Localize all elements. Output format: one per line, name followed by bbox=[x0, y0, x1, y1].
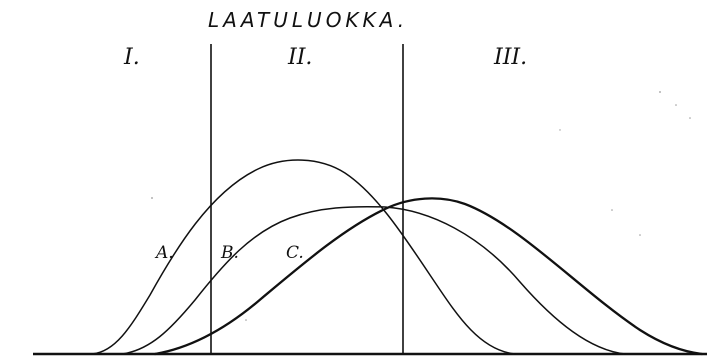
curve-c bbox=[153, 197, 704, 356]
scan-speck bbox=[639, 234, 641, 236]
scan-speck bbox=[245, 319, 247, 321]
class-numeral-3: III. bbox=[493, 45, 527, 70]
curve-label-a: A. bbox=[154, 243, 174, 263]
scan-speck bbox=[659, 91, 661, 93]
scan-speck bbox=[611, 209, 613, 211]
diagram-title: LAATULUOKKA. bbox=[208, 8, 408, 32]
scan-speck bbox=[689, 117, 691, 119]
curve-b bbox=[121, 205, 626, 355]
scan-speck bbox=[559, 129, 561, 131]
class-numeral-2: II. bbox=[287, 45, 312, 70]
curve-label-b: B. bbox=[220, 243, 239, 263]
scan-speck bbox=[151, 197, 153, 199]
scan-speck bbox=[675, 104, 677, 106]
curve-label-c: C. bbox=[286, 243, 304, 263]
curve-a bbox=[91, 159, 516, 355]
class-numeral-1: I. bbox=[123, 45, 140, 70]
